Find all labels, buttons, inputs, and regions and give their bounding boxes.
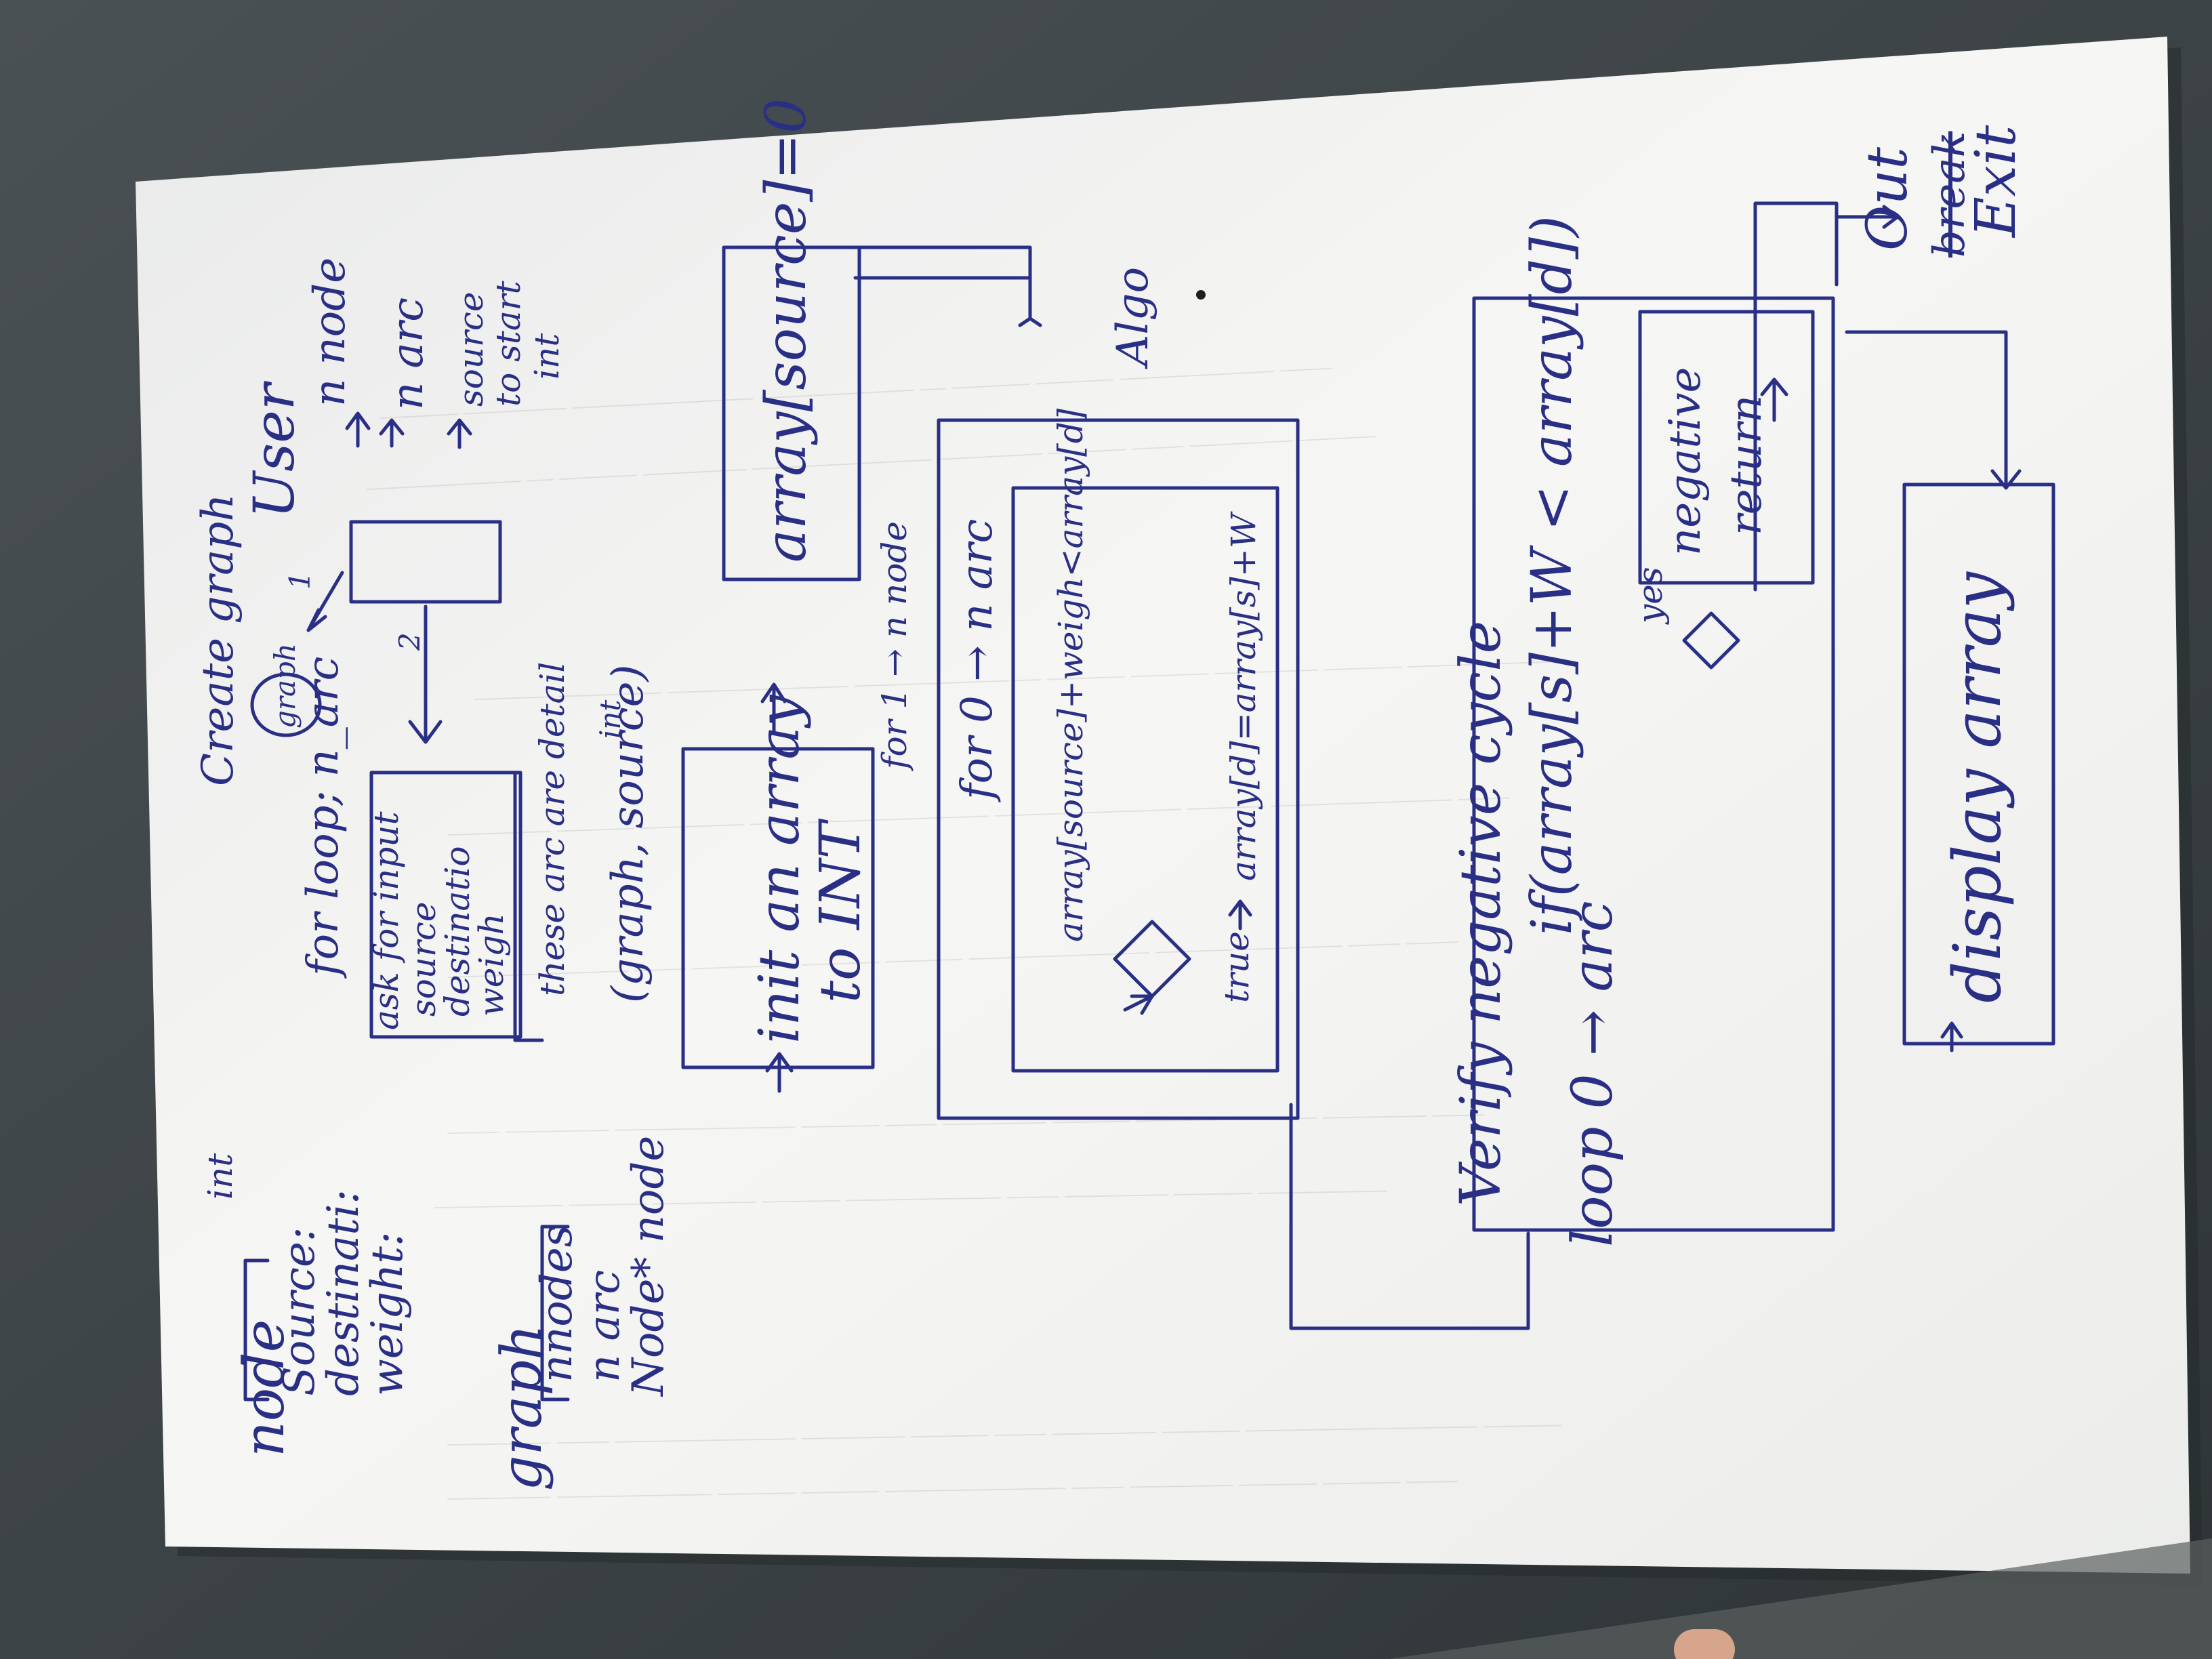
true-label: true [1217,931,1256,1003]
source-int-label: int [527,333,567,380]
n-node-label: n node [305,257,355,407]
verify-diamond [1682,611,1740,670]
graph-field-nnodes: nnodes [532,1225,582,1382]
exit-label: Exit [1964,125,2028,237]
finger-tip [1674,1629,1735,1659]
inner-loop-box [1011,486,1279,1073]
outer-loop-box [937,418,1300,1120]
arrow-init-to-zero [760,682,787,733]
create-graph-circle-label: graph [268,643,302,729]
ask-field-weigh: weigh [472,913,511,1017]
node-field-weight: weight: [363,1231,413,1396]
verify-box [1472,296,1835,1232]
arrow-source [447,418,472,449]
user-box [349,520,502,604]
return-label: return [1721,394,1771,535]
relax-condition-label: array[source]+weigh<array[d] [1051,408,1090,942]
verify-negative-cycle-title: Verify negative cycle [1449,620,1513,1206]
verify-condition-label: if(array[s]+W < array[d]) [1520,216,1584,935]
step-1-marker: 1 [283,571,316,590]
display-array-box [1902,483,2055,1046]
to-start-label: to start [489,281,528,407]
paper-sheet [136,37,2190,1574]
display-connector [1845,330,2022,490]
graph-field-node-ptr: Node* node [623,1135,674,1396]
desk-edge [1389,1538,2212,1659]
node-int-label: int [201,1153,240,1200]
user-label: User [243,384,307,518]
create-graph-label: Create graph [193,493,243,786]
n-arc-label: n arc [383,297,433,410]
arrow-n-node [345,411,371,448]
array-source-zero-box [722,245,861,581]
arrow-user-to-ask [408,605,443,744]
ask-field-destination: destinatio [438,846,477,1017]
display-array-label: display array [1940,571,2015,1003]
yes-label: yes [1631,567,1670,624]
arrow-into-display [1940,1021,1963,1052]
source-label: source [451,291,491,407]
arrow-user-to-circle [306,571,344,632]
true-arrow [1228,899,1252,930]
algo-label: Algo [1108,266,1158,366]
for-loop-narc-label: for loop; n_arc [298,656,348,976]
arrow-into-init [765,1052,794,1093]
create-graph-circle [250,672,322,737]
ask-input-box [369,771,523,1039]
ask-field-source: source [404,901,443,1017]
arrow-into-diamond [1123,994,1154,1015]
node-field-destination: destinati: [319,1189,369,1396]
init-to-int-label: to INT [808,821,873,1003]
connector-top [853,245,1032,280]
node-field-source: Source: [274,1227,325,1396]
ask-input-label: ask for input [367,811,406,1030]
arrow-into-negative [1760,377,1788,422]
condition-diamond [1113,920,1191,998]
graph-source-int: int [594,699,627,739]
arc-detail-note: these arc are detail [533,661,572,996]
exit-connector [1835,205,1900,229]
step-2-marker: 2 [393,632,426,651]
for-1-nnode-label: for 1 → n node [875,521,914,769]
array-source-zero-label: array[source]=0 [754,98,819,562]
relax-update-label: array[d]=array[s]+W [1224,513,1263,881]
connector-bottom [1289,1103,1530,1330]
out-connector [1753,201,1839,592]
negative-label: negative [1660,367,1711,556]
init-array-label: init an array [747,695,812,1044]
arrow-n-arc [379,418,405,448]
ink-dot [1196,290,1206,300]
connector-algo [1018,276,1042,327]
verify-loop-label: loop 0 → arc [1561,901,1625,1247]
for-0-narc-label: for 0 → n arc [952,518,1002,800]
node-brace [243,1258,270,1401]
negative-return-box [1638,310,1815,585]
arc-note-bracket [513,771,544,1042]
out-label: Out [1856,147,1920,251]
graph-field-narc: n arc [579,1269,630,1382]
graph-brace [540,1225,570,1401]
